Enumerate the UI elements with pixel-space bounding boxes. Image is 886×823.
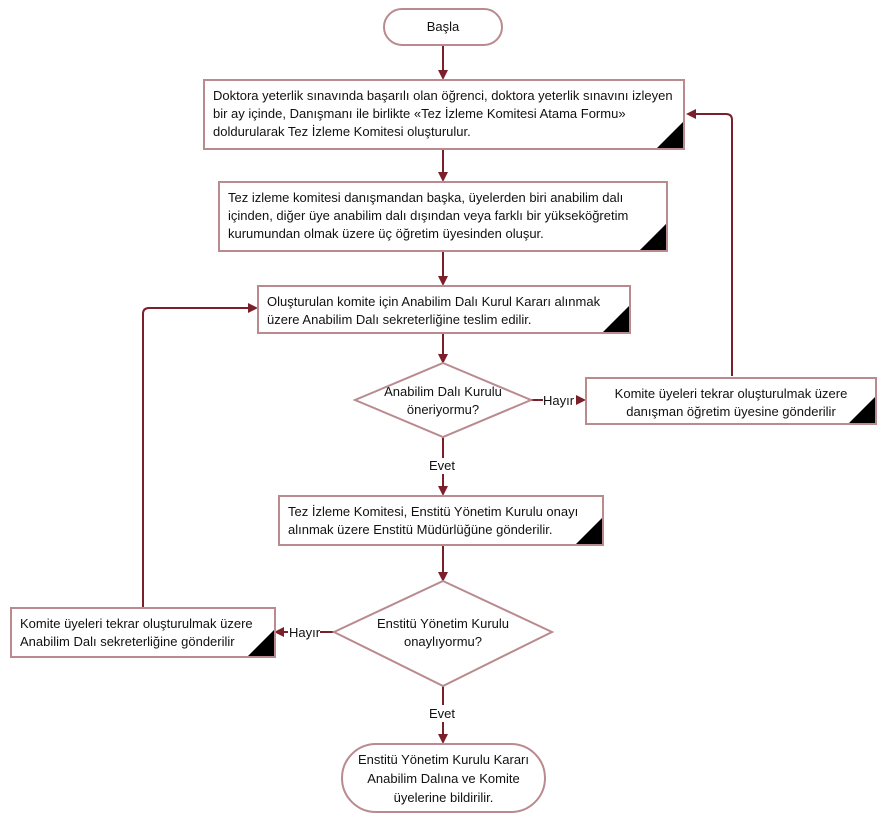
step1-text: Doktora yeterlik sınavında başarılı olan… [213,88,673,139]
corner-marker [248,630,274,656]
process-step-4: Tez İzleme Komitesi, Enstitü Yönetim Kur… [278,495,604,546]
start-terminator: Başla [383,8,503,46]
reject1-text: Komite üyeleri tekrar oluşturulmak üzere… [614,386,848,419]
end-terminator: Enstitü Yönetim Kurulu Kararı Anabilim D… [341,743,546,813]
decision1-no-label: Hayır [543,393,575,408]
step2-text: Tez izleme komitesi danışmandan başka, ü… [228,190,629,241]
decision1-text: Anabilim Dalı Kurulu öneriyormu? [384,384,502,417]
decision2-no-label: Hayır [289,625,321,640]
corner-marker [603,306,629,332]
decision1-yes-label: Evet [429,458,456,473]
corner-marker [640,224,666,250]
reject2-text: Komite üyeleri tekrar oluşturulmak üzere… [20,616,253,649]
start-label: Başla [426,19,460,34]
rejection-box-1: Komite üyeleri tekrar oluşturulmak üzere… [585,377,877,425]
process-step-2: Tez izleme komitesi danışmandan başka, ü… [218,181,668,252]
end-label: Enstitü Yönetim Kurulu Kararı Anabilim D… [357,751,529,805]
rejection-box-2: Komite üyeleri tekrar oluşturulmak üzere… [10,607,276,658]
corner-marker [576,518,602,544]
decision2-yes-label: Evet [429,706,456,721]
process-step-3: Oluşturulan komite için Anabilim Dalı Ku… [257,285,631,334]
decision2-text: Enstitü Yönetim Kurulu onaylıyormu? [377,616,509,649]
decision1-diamond [352,361,534,439]
connector-reject1-step1 [686,109,733,376]
connector-reject2-step3 [142,303,258,608]
process-step-1: Doktora yeterlik sınavında başarılı olan… [203,79,685,150]
decision2-diamond [331,579,555,688]
step3-text: Oluşturulan komite için Anabilim Dalı Ku… [267,294,601,327]
step4-text: Tez İzleme Komitesi, Enstitü Yönetim Kur… [288,504,579,537]
corner-marker [849,397,875,423]
corner-marker [657,122,683,148]
